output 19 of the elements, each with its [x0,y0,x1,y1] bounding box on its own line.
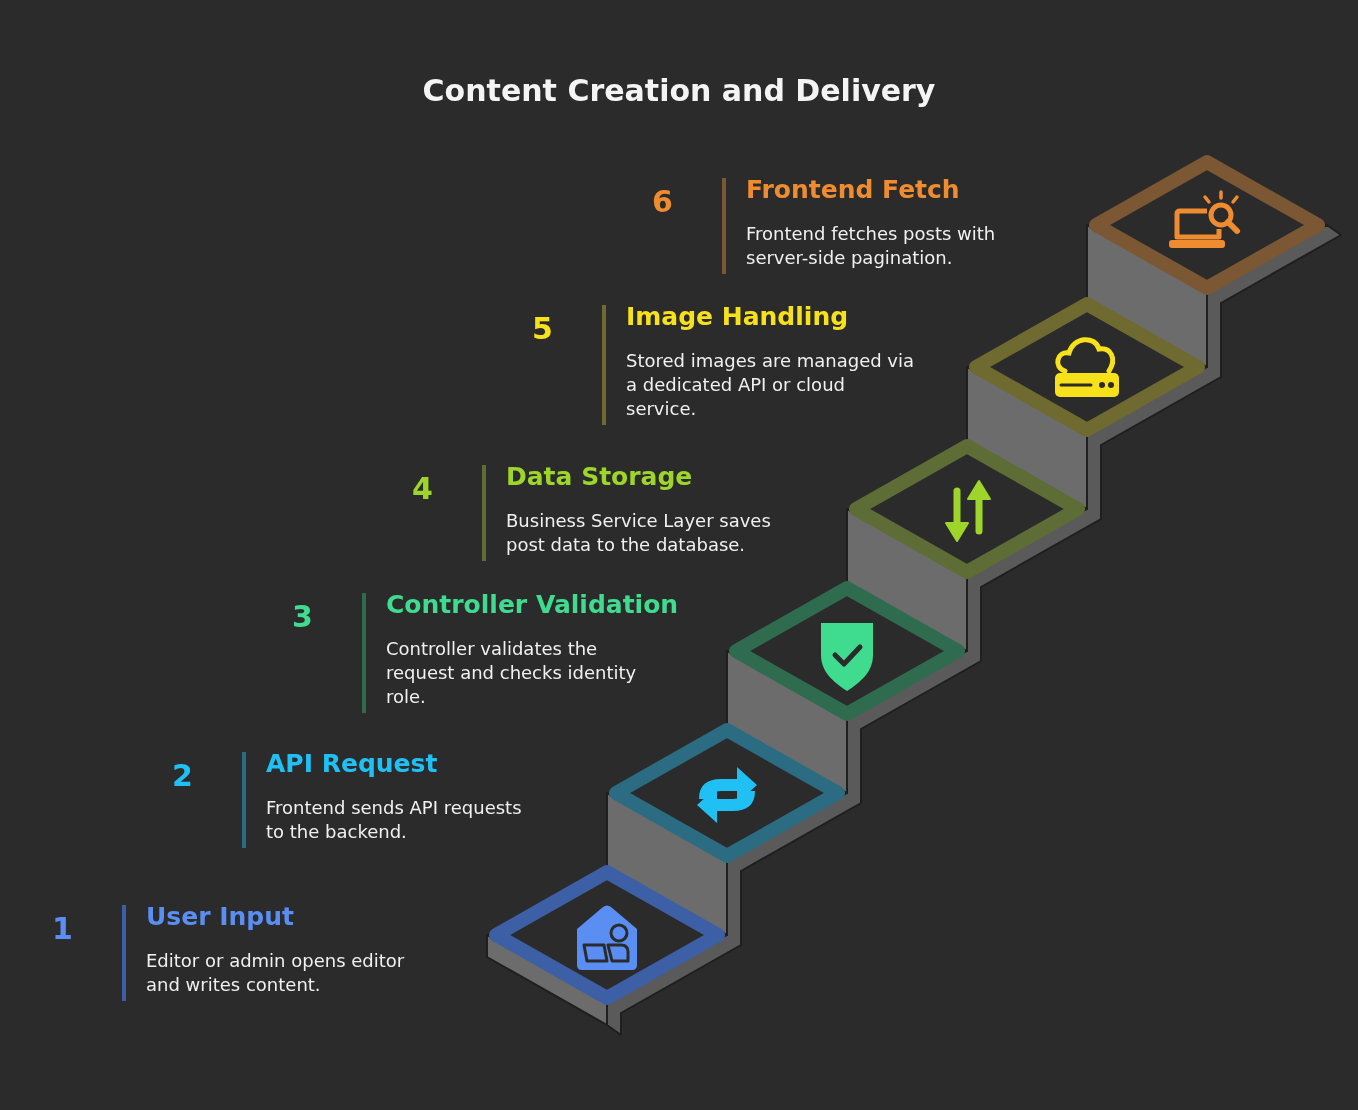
step-title: Image Handling [626,301,849,333]
step-description: Frontend sends API requests to the backend. [266,796,523,844]
step-description: Business Service Layer saves post data to the database. [506,509,772,557]
step-title: User Input [146,901,294,933]
step-number: 3 [292,599,313,635]
step-number: 5 [532,311,553,347]
step-number: 4 [412,471,433,507]
step-number: 6 [652,184,673,220]
step-title: Frontend Fetch [746,174,960,206]
step-description: Frontend fetches posts with server-side pagination. [746,222,997,270]
diagram-title: Content Creation and Delivery [422,72,936,110]
step-description: Controller validates the request and checks identity role. [386,637,638,709]
step-description: Editor or admin opens editor and writes content. [146,949,406,997]
step-number: 2 [172,758,193,794]
step-title: Controller Validation [386,589,679,621]
step-description: Stored images are managed via a dedicated API or cloud service. [626,349,916,421]
step-number: 1 [52,911,73,947]
step-title: Data Storage [506,461,693,493]
step-title: API Request [266,748,438,780]
